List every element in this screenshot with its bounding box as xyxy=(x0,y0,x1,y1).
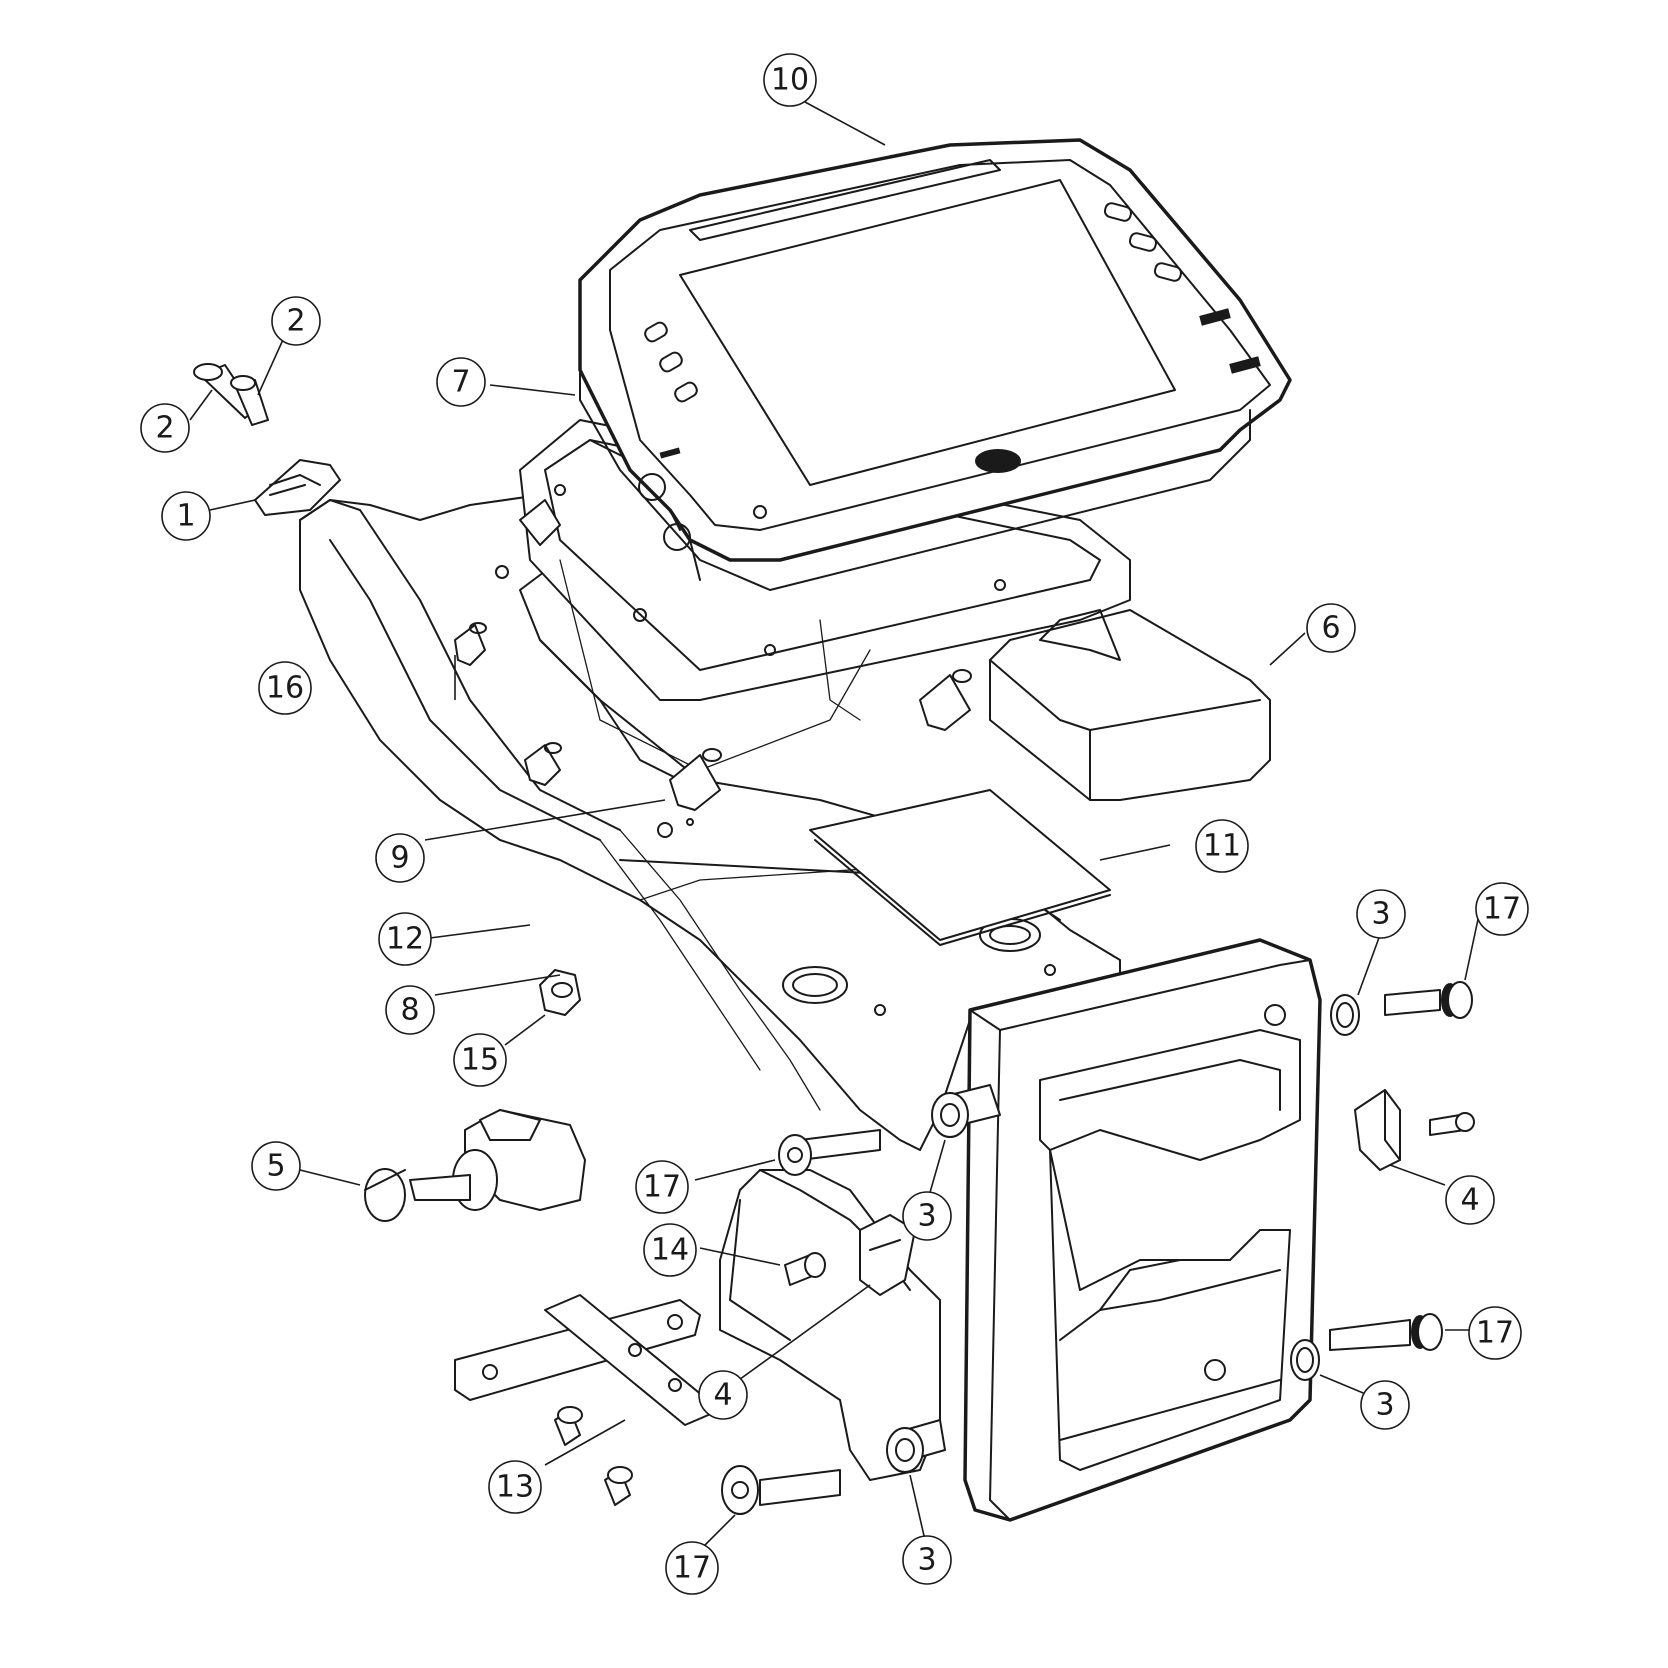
callout-label: 16 xyxy=(266,671,304,706)
callout-12: 12 xyxy=(378,912,432,966)
callout-3: 3 xyxy=(902,1191,952,1241)
callout-2: 2 xyxy=(271,296,321,346)
tab-bracket xyxy=(454,1294,721,1426)
callout-9: 9 xyxy=(375,833,425,883)
callout-16: 16 xyxy=(258,661,312,715)
callout-10: 10 xyxy=(763,53,817,107)
callout-3: 3 xyxy=(1356,889,1406,939)
callout-11: 11 xyxy=(1195,819,1249,873)
small-screws xyxy=(554,1252,826,1506)
switch-part xyxy=(364,1109,586,1222)
callout-label: 3 xyxy=(917,1199,936,1234)
button-part xyxy=(539,969,581,1016)
callout-14: 14 xyxy=(643,1223,697,1277)
callout-4: 4 xyxy=(698,1370,748,1420)
mount-block xyxy=(963,938,1322,1522)
callout-5: 5 xyxy=(251,1141,301,1191)
callout-label: 5 xyxy=(266,1149,285,1184)
callout-17: 17 xyxy=(1475,882,1529,936)
callout-label: 17 xyxy=(1483,892,1521,927)
foam-pad xyxy=(989,609,1271,801)
callout-17: 17 xyxy=(635,1160,689,1214)
callout-label: 15 xyxy=(461,1043,499,1078)
callout-label: 17 xyxy=(1476,1316,1514,1351)
callout-15: 15 xyxy=(453,1033,507,1087)
callout-label: 4 xyxy=(713,1378,732,1413)
bolts xyxy=(721,981,1473,1515)
callout-13: 13 xyxy=(488,1460,542,1514)
pins xyxy=(193,363,269,426)
callout-label: 7 xyxy=(451,365,470,400)
callout-label: 4 xyxy=(1460,1183,1479,1218)
callout-17: 17 xyxy=(1468,1306,1522,1360)
callout-4: 4 xyxy=(1445,1175,1495,1225)
display-unit xyxy=(578,138,1292,591)
washers xyxy=(886,994,1360,1473)
key-part xyxy=(254,459,341,516)
standoffs xyxy=(454,499,972,811)
callout-label: 2 xyxy=(286,304,305,339)
callout-2: 2 xyxy=(140,403,190,453)
callout-label: 3 xyxy=(917,1543,936,1578)
callout-label: 14 xyxy=(651,1233,689,1268)
callout-label: 1 xyxy=(176,499,195,534)
callout-6: 6 xyxy=(1306,603,1356,653)
callout-label: 11 xyxy=(1203,829,1241,864)
callout-label: 12 xyxy=(386,922,424,957)
callout-label: 2 xyxy=(155,411,174,446)
callout-label: 13 xyxy=(496,1470,534,1505)
leader-lines xyxy=(189,101,1485,1551)
callout-3: 3 xyxy=(1360,1380,1410,1430)
callout-3: 3 xyxy=(902,1535,952,1585)
callout-label: 6 xyxy=(1321,611,1340,646)
callout-17: 17 xyxy=(665,1541,719,1595)
callout-8: 8 xyxy=(385,985,435,1035)
callout-1: 1 xyxy=(161,491,211,541)
callout-label: 17 xyxy=(643,1170,681,1205)
clips xyxy=(859,1089,1475,1296)
callout-label: 8 xyxy=(400,993,419,1028)
callout-label: 17 xyxy=(673,1551,711,1586)
adhesive-sheet xyxy=(809,789,1111,946)
callout-label: 3 xyxy=(1375,1388,1394,1423)
callout-label: 10 xyxy=(771,63,809,98)
callout-7: 7 xyxy=(436,357,486,407)
callout-label: 9 xyxy=(390,841,409,876)
callout-label: 3 xyxy=(1371,897,1390,932)
